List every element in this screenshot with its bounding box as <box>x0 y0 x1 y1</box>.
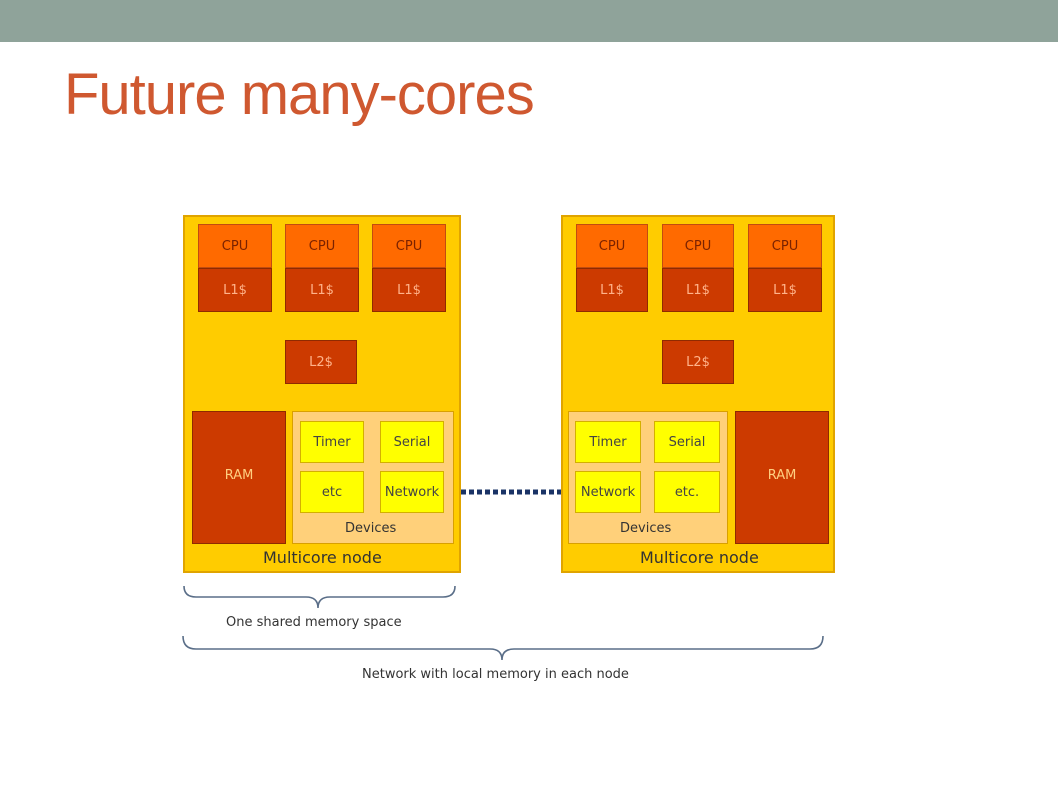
l1-cache-left-1: L1$ <box>198 268 272 312</box>
cpu-left-3: CPU <box>372 224 446 268</box>
cpu-right-1: CPU <box>576 224 648 268</box>
slide-title: Future many-cores <box>64 62 535 127</box>
l2-cache-left: L2$ <box>285 340 357 384</box>
l1-cache-left-2: L1$ <box>285 268 359 312</box>
network-memory-brace <box>182 635 824 661</box>
serial-device-left: Serial <box>380 421 444 463</box>
timer-device-right: Timer <box>575 421 641 463</box>
cpu-right-3: CPU <box>748 224 822 268</box>
cpu-right-2: CPU <box>662 224 734 268</box>
serial-device-right: Serial <box>654 421 720 463</box>
network-device-right: Network <box>575 471 641 513</box>
l1-cache-right-2: L1$ <box>662 268 734 312</box>
network-device-left: Network <box>380 471 444 513</box>
node-label-right: Multicore node <box>640 548 759 567</box>
node-label-left: Multicore node <box>263 548 382 567</box>
ram-right: RAM <box>735 411 829 544</box>
l1-cache-left-3: L1$ <box>372 268 446 312</box>
etc-device-left: etc <box>300 471 364 513</box>
network-memory-caption: Network with local memory in each node <box>362 667 629 682</box>
devices-label-right: Devices <box>620 521 672 536</box>
cpu-left-1: CPU <box>198 224 272 268</box>
shared-memory-caption: One shared memory space <box>226 615 402 630</box>
l1-cache-right-3: L1$ <box>748 268 822 312</box>
l2-cache-right: L2$ <box>662 340 734 384</box>
l1-cache-right-1: L1$ <box>576 268 648 312</box>
devices-label-left: Devices <box>345 521 397 536</box>
etc-device-right: etc. <box>654 471 720 513</box>
shared-memory-brace <box>183 585 456 609</box>
cpu-left-2: CPU <box>285 224 359 268</box>
ram-left: RAM <box>192 411 286 544</box>
timer-device-left: Timer <box>300 421 364 463</box>
top-accent-bar <box>0 0 1058 42</box>
